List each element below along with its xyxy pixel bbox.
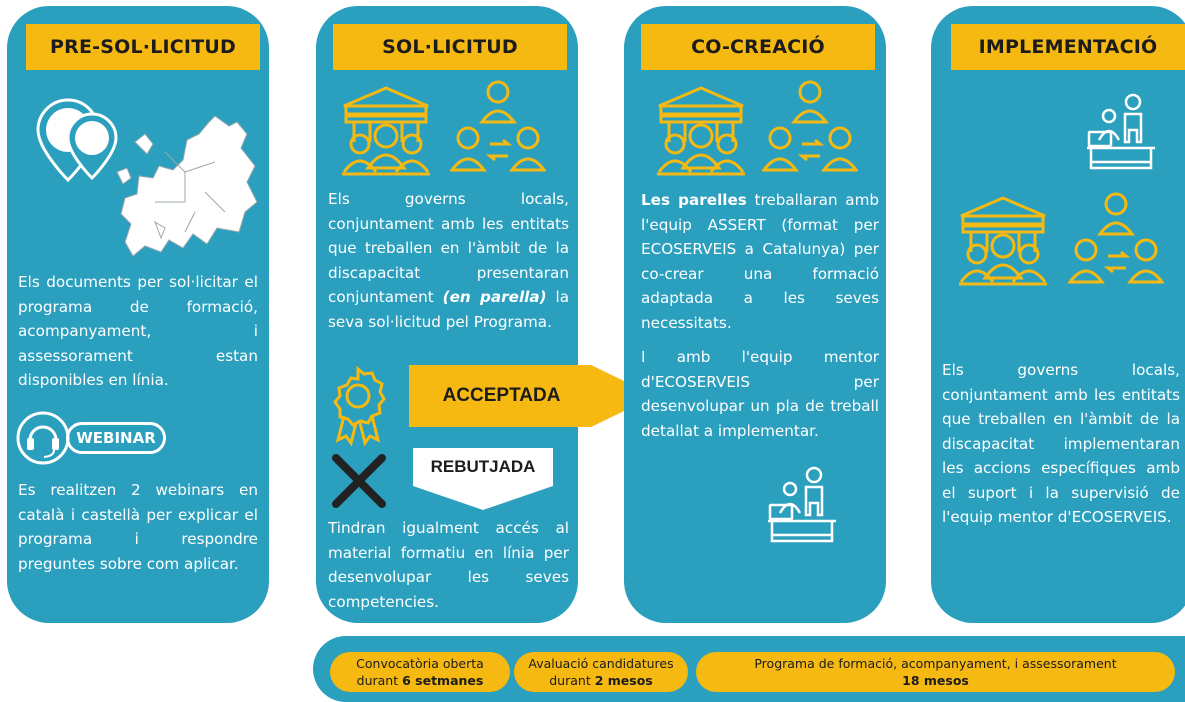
timeline-evaluation-line2: durant 2 mesos bbox=[549, 673, 653, 688]
pre-webinars-text: Es realitzen 2 webinars en català i cast… bbox=[18, 481, 258, 573]
cross-icon bbox=[330, 452, 388, 510]
timeline-program-line1: Programa de formació, acompanyament, i a… bbox=[754, 656, 1117, 671]
webinar-label: WEBINAR bbox=[76, 429, 156, 447]
column-cocreacio bbox=[624, 6, 886, 623]
rejected-label: REBUTJADA bbox=[430, 457, 536, 476]
header-pre-sollicitud: PRE-SOL·LICITUD bbox=[26, 24, 260, 70]
map-pin-icon bbox=[30, 92, 120, 187]
people-exchange-icon bbox=[762, 78, 858, 178]
mentor-laptop-icon bbox=[764, 465, 840, 545]
accepted-label: ACCEPTADA bbox=[442, 385, 561, 406]
timeline-call-line2: durant 6 setmanes bbox=[356, 673, 484, 688]
column-sollicitud bbox=[316, 6, 578, 623]
award-ribbon-icon bbox=[330, 366, 386, 446]
sol-text-a: Els governs locals, conjuntament amb les… bbox=[328, 190, 569, 306]
institution-icon bbox=[955, 192, 1051, 288]
timeline-program-pill: Programa de formació, acompanyament, i a… bbox=[696, 652, 1175, 692]
europe-map-icon bbox=[95, 112, 263, 260]
people-exchange-icon bbox=[450, 78, 546, 178]
sol-text-emphasis: (en parella) bbox=[442, 288, 547, 306]
header-cocreacio: CO-CREACIÓ bbox=[641, 24, 875, 70]
impl-text: Els governs locals, conjuntament amb les… bbox=[942, 361, 1180, 526]
header-sollicitud: SOL·LICITUD bbox=[333, 24, 567, 70]
pre-documents-text: Els documents per sol·licitar el program… bbox=[18, 273, 258, 389]
people-exchange-icon bbox=[1068, 190, 1164, 290]
rejected-arrow bbox=[413, 448, 553, 510]
co-text: Les parelles treballaran amb l'equip ASS… bbox=[641, 188, 879, 335]
timeline-evaluation-pill: Avaluació candidatures durant 2 mesos bbox=[514, 652, 688, 692]
headset-icon bbox=[14, 410, 72, 466]
timeline-call-pill: Convocatòria oberta durant 6 setmanes bbox=[330, 652, 510, 692]
co-text-bold: Les parelles bbox=[641, 191, 747, 209]
timeline-call-line1: Convocatòria oberta bbox=[356, 656, 484, 671]
header-implementacio: IMPLEMENTACIÓ bbox=[951, 24, 1185, 70]
column-pre-sollicitud bbox=[7, 6, 269, 623]
mentor-laptop-icon bbox=[1083, 92, 1159, 172]
co-text-a: treballaran amb l'equip ASSERT (format p… bbox=[641, 191, 880, 332]
sol-presentation-text: Els governs locals, conjuntament amb les… bbox=[328, 187, 569, 334]
sol-text-b: la seva sol·licitud pel Programa. bbox=[328, 288, 570, 331]
webinar-badge[interactable]: WEBINAR bbox=[66, 422, 166, 454]
sol-rejected-text: Tindran igualment accés al material form… bbox=[328, 519, 569, 611]
institution-icon bbox=[653, 82, 749, 178]
accepted-arrow bbox=[409, 365, 655, 427]
column-implementacio bbox=[931, 6, 1185, 623]
timeline-program-line2: 18 mesos bbox=[902, 673, 969, 688]
co-text-b: I amb l'equip mentor d'ECOSERVEIS per de… bbox=[641, 348, 879, 440]
institution-icon bbox=[338, 82, 434, 178]
timeline-evaluation-line1: Avaluació candidatures bbox=[528, 656, 674, 671]
